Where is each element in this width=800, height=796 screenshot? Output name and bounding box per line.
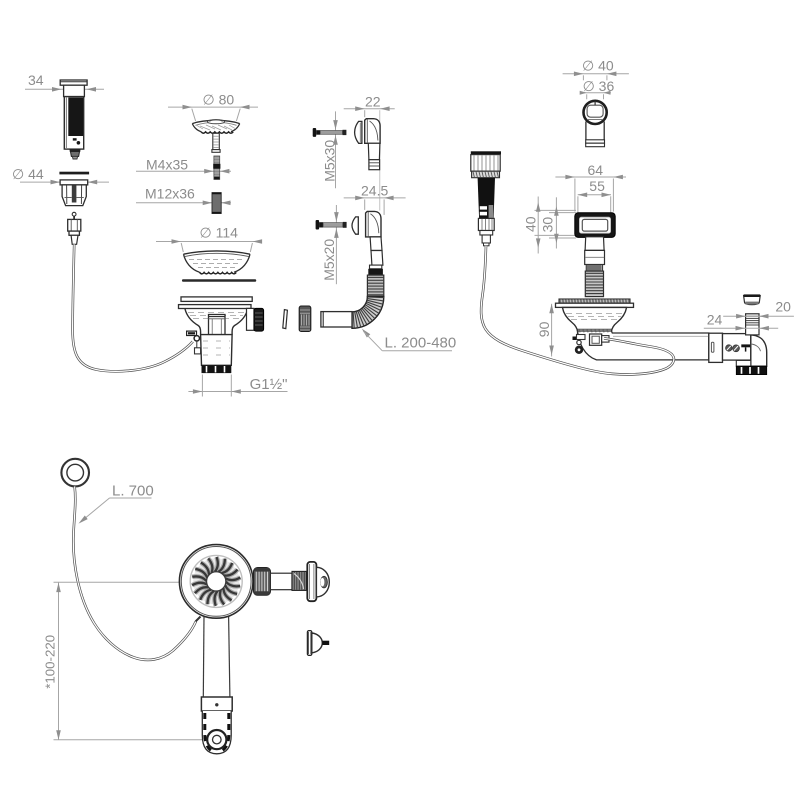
svg-text:55: 55 bbox=[589, 178, 605, 194]
svg-text:30: 30 bbox=[539, 217, 555, 233]
svg-text:24: 24 bbox=[707, 311, 723, 327]
svg-text:34: 34 bbox=[28, 72, 44, 88]
svg-text:L. 700: L. 700 bbox=[112, 483, 154, 500]
svg-text:M5x20: M5x20 bbox=[321, 239, 337, 281]
svg-text:∅ 44: ∅ 44 bbox=[12, 166, 44, 182]
svg-text:90: 90 bbox=[536, 321, 552, 337]
svg-text:∅ 114: ∅ 114 bbox=[200, 225, 239, 241]
svg-text:G1½": G1½" bbox=[250, 376, 288, 393]
svg-text:*100-220: *100-220 bbox=[42, 635, 57, 689]
svg-text:M5x30: M5x30 bbox=[321, 140, 337, 182]
svg-text:∅ 36: ∅ 36 bbox=[583, 78, 615, 94]
svg-text:64: 64 bbox=[588, 162, 604, 178]
svg-text:M12x36: M12x36 bbox=[145, 185, 195, 201]
svg-text:20: 20 bbox=[775, 298, 791, 314]
svg-text:40: 40 bbox=[522, 216, 538, 232]
svg-text:M4x35: M4x35 bbox=[146, 156, 188, 172]
svg-text:∅ 80: ∅ 80 bbox=[203, 92, 235, 108]
svg-text:∅ 40: ∅ 40 bbox=[582, 58, 614, 74]
svg-text:24.5: 24.5 bbox=[361, 182, 388, 198]
svg-text:22: 22 bbox=[365, 94, 381, 110]
svg-text:L. 200-480: L. 200-480 bbox=[385, 334, 457, 351]
